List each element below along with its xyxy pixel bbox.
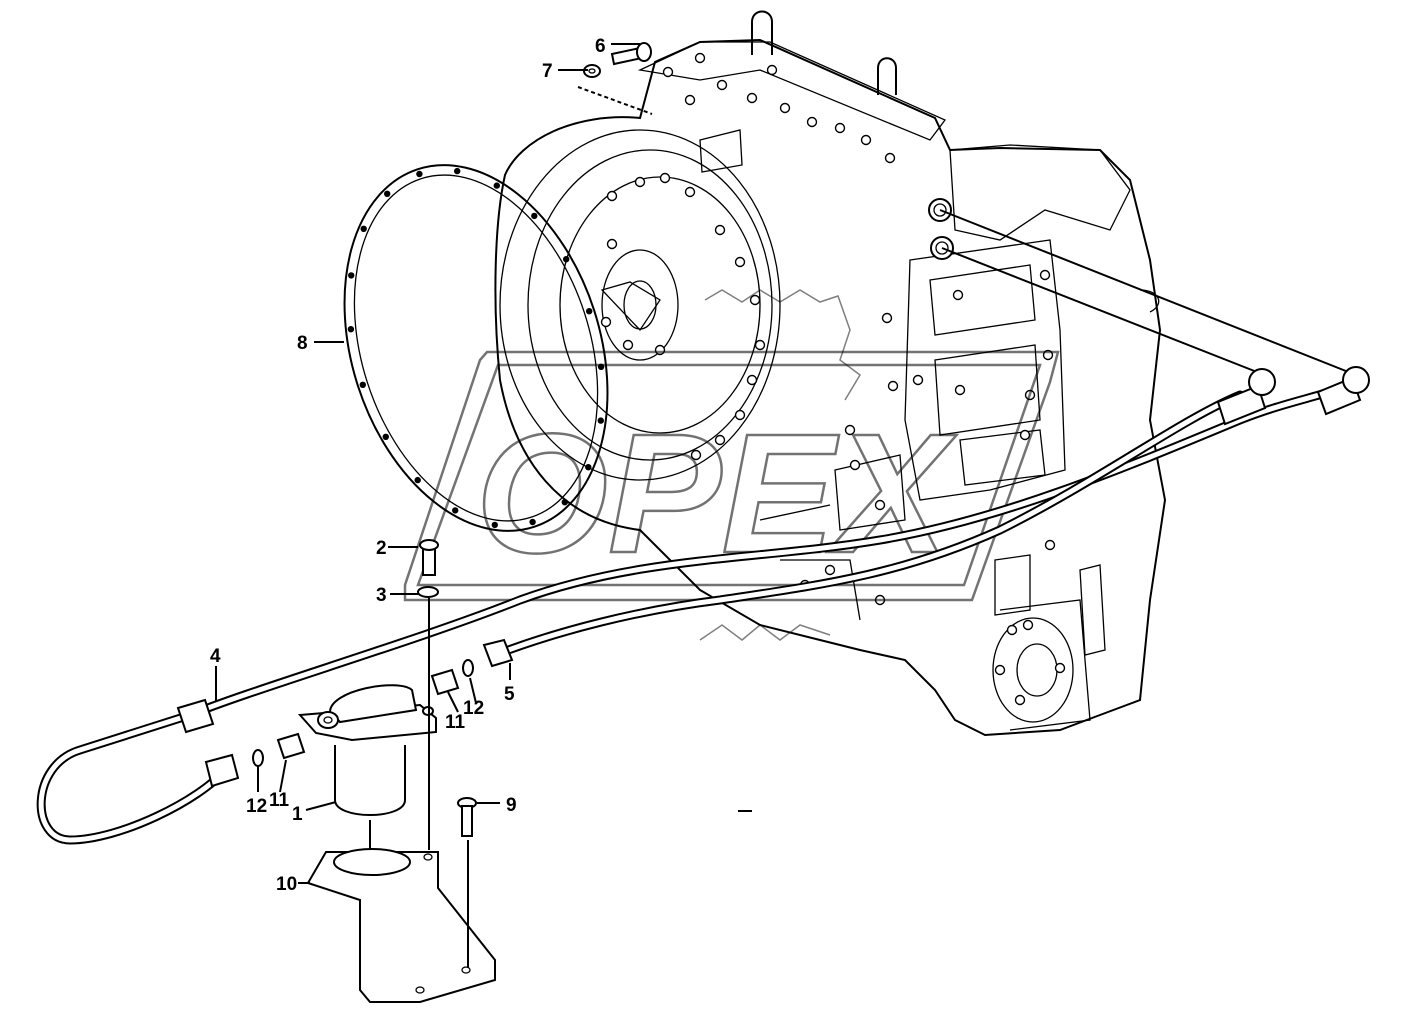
callout-5: 5 bbox=[504, 684, 515, 705]
callout-10: 10 bbox=[276, 874, 297, 895]
gasket bbox=[343, 164, 609, 532]
gasket-hole bbox=[586, 308, 593, 315]
assembly-guide-lines bbox=[369, 598, 752, 968]
housing-bolt bbox=[606, 238, 618, 250]
housing-bolt bbox=[690, 449, 702, 461]
gasket-hole bbox=[348, 272, 355, 279]
housing-bolt bbox=[662, 66, 674, 78]
callout-1: 1 bbox=[292, 804, 303, 825]
housing-bolt bbox=[1054, 662, 1066, 674]
callout-6: 6 bbox=[595, 36, 606, 57]
housing-bolt bbox=[734, 256, 746, 268]
housing-bolt bbox=[1022, 619, 1034, 631]
housing-bolt bbox=[600, 316, 612, 328]
housing-bolt bbox=[746, 92, 758, 104]
housing-bolt bbox=[714, 434, 726, 446]
callout-8: 8 bbox=[297, 333, 308, 354]
gasket-hole bbox=[493, 182, 500, 189]
callout-labels: 6 7 8 2 3 4 5 11 12 12 11 1 9 10 bbox=[210, 36, 606, 895]
housing-bolt bbox=[844, 424, 856, 436]
housing-bolt bbox=[912, 374, 924, 386]
housing-bolt bbox=[952, 289, 964, 301]
housing-bolt bbox=[994, 664, 1006, 676]
housing-bolt bbox=[684, 186, 696, 198]
housing-bolt bbox=[849, 459, 861, 471]
housing-bolt bbox=[716, 79, 728, 91]
housing-bolt bbox=[834, 122, 846, 134]
gasket-hole bbox=[529, 518, 536, 526]
gasket-hole bbox=[360, 225, 367, 232]
gasket-hole bbox=[416, 170, 423, 178]
gasket-hole bbox=[382, 433, 389, 440]
callout-7: 7 bbox=[542, 61, 553, 82]
housing-bolt bbox=[954, 384, 966, 396]
housing-bolt bbox=[860, 134, 872, 146]
housing-bolt bbox=[1006, 624, 1018, 636]
bolt-9 bbox=[457, 797, 477, 837]
callout-11-right: 11 bbox=[445, 712, 466, 733]
housing-bolt bbox=[634, 176, 646, 188]
washer-3 bbox=[417, 586, 439, 598]
callout-leaders bbox=[215, 43, 640, 884]
gasket-hole bbox=[531, 212, 538, 220]
housing-bolt bbox=[1014, 694, 1026, 706]
housing-bolt bbox=[754, 339, 766, 351]
callout-12-right: 12 bbox=[463, 698, 484, 719]
transmission-housing bbox=[494, 10, 1167, 737]
gasket-hole bbox=[597, 417, 604, 424]
housing-bolt bbox=[622, 339, 634, 351]
callout-3: 3 bbox=[376, 585, 387, 606]
housing-bolt bbox=[1039, 269, 1051, 281]
housing-bolt bbox=[824, 564, 836, 576]
housing-bolt bbox=[694, 52, 706, 64]
housing-bolt bbox=[1044, 539, 1056, 551]
housing-bolt bbox=[714, 224, 726, 236]
gasket-hole bbox=[563, 256, 570, 263]
assembly-path-6 bbox=[577, 86, 653, 115]
housing-bolt bbox=[606, 190, 618, 202]
housing-bolt bbox=[1019, 429, 1031, 441]
callout-11-left: 11 bbox=[269, 790, 290, 811]
gasket-hole bbox=[561, 499, 568, 506]
housing-bolt bbox=[887, 380, 899, 392]
callout-2: 2 bbox=[376, 538, 387, 559]
hoses bbox=[36, 209, 1370, 845]
gasket-hole bbox=[359, 381, 366, 388]
housing-bolt bbox=[749, 294, 761, 306]
gasket-hole bbox=[585, 464, 592, 471]
housing-bolt bbox=[746, 374, 758, 386]
gasket-hole bbox=[414, 476, 421, 484]
seal-12-left bbox=[252, 749, 264, 767]
housing-bolts bbox=[600, 52, 1066, 706]
gasket-hole bbox=[597, 363, 605, 370]
bracket-10 bbox=[306, 848, 496, 1003]
callout-4: 4 bbox=[210, 646, 221, 667]
housing-bolt bbox=[806, 116, 818, 128]
seal-12-right bbox=[462, 659, 474, 677]
gasket-hole bbox=[491, 521, 498, 529]
gasket-hole bbox=[454, 167, 461, 175]
housing-bolt bbox=[874, 499, 886, 511]
gasket-hole bbox=[347, 326, 355, 333]
housing-bolt bbox=[881, 312, 893, 324]
callout-12-left: 12 bbox=[246, 796, 267, 817]
housing-bolt bbox=[734, 409, 746, 421]
bolt-2 bbox=[419, 539, 439, 576]
fitting-11-left bbox=[276, 732, 306, 760]
housing-bolt bbox=[779, 102, 791, 114]
housing-bolt bbox=[766, 64, 778, 76]
gasket-hole bbox=[452, 507, 459, 514]
bolt-6 bbox=[610, 42, 652, 66]
fitting-11-right bbox=[430, 668, 460, 696]
filter-assembly bbox=[297, 684, 437, 816]
callout-9: 9 bbox=[506, 795, 517, 816]
housing-bolt bbox=[684, 94, 696, 106]
housing-bolt bbox=[659, 172, 671, 184]
gasket-bolt-holes bbox=[347, 167, 605, 529]
gasket-hole bbox=[384, 190, 391, 197]
housing-bolt bbox=[884, 152, 896, 164]
